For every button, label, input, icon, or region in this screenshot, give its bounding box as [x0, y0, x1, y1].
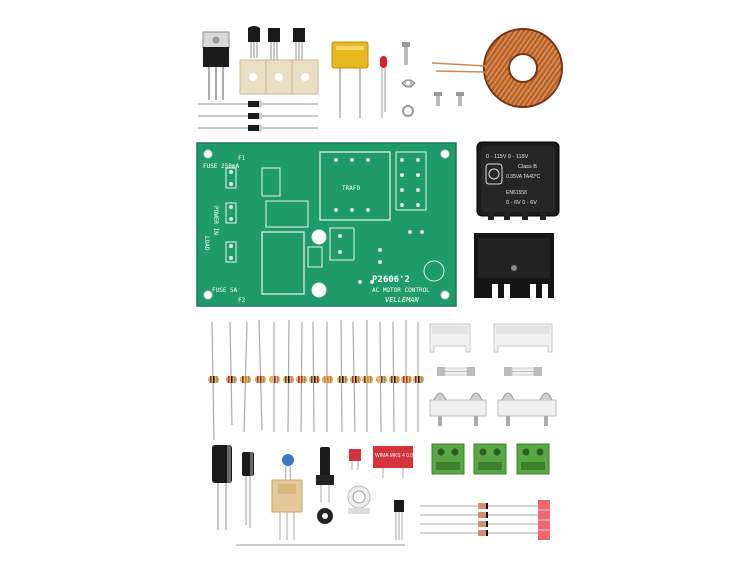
red-led-icon: [380, 56, 387, 118]
trim-potentiometer: [347, 485, 371, 514]
taped-triac: [271, 479, 303, 540]
glass-fuses: [437, 367, 542, 376]
voltage-regulator: [202, 31, 230, 100]
taped-diodes: [420, 500, 550, 540]
pcb-fuse-bottom-label: FUSE 5A: [212, 287, 238, 294]
fuse-clips: [429, 392, 557, 426]
pcb-brand-label: VELLEMAN: [385, 296, 420, 304]
pcb-fuse-top-label: FUSE 250mA: [203, 163, 240, 170]
transformer-class: Class B: [518, 164, 537, 170]
wima-capacitor-label: WIMA MKS 4 0.047: [375, 453, 419, 459]
resistor: [389, 321, 400, 433]
screws-and-nuts: [401, 42, 464, 117]
small-red-capacitors: [349, 449, 361, 470]
printed-circuit-board: FUSE 250mA POWER IN LOAD FUSE 5A F1 F2 T…: [196, 142, 457, 307]
pcb-power-in-label: POWER IN: [212, 206, 219, 235]
film-capacitor-yellow: [331, 41, 369, 118]
resistor: [401, 320, 412, 432]
diode-group: [198, 101, 318, 131]
resistor: [240, 321, 251, 433]
resistor: [350, 321, 361, 433]
resistor-row: [208, 319, 424, 441]
fuse-holder-covers: [429, 323, 553, 353]
toroidal-choke: [431, 28, 563, 108]
pcb-f1-label: F1: [238, 155, 246, 162]
to92-transistor: [394, 500, 404, 540]
insulation-tape-strip: [239, 59, 319, 95]
heatsink: [474, 233, 554, 298]
transformer-standard: EN61558: [506, 190, 527, 196]
pcb-f2-label: F2: [238, 297, 246, 304]
resistor: [337, 319, 348, 433]
resistor: [296, 321, 307, 433]
resistor: [208, 321, 219, 441]
pcb-load-label: LOAD: [203, 236, 210, 251]
resistor: [255, 319, 266, 431]
transistor-group: [248, 26, 305, 62]
resistor: [322, 322, 333, 432]
transformer-voltage-primary: 0 - 115V 0 - 115V: [486, 154, 529, 160]
resistor: [269, 322, 280, 432]
potentiometer: [316, 447, 334, 524]
pcb-trafo-label: TRAFO: [342, 185, 360, 192]
resistor: [413, 322, 424, 432]
resistor: [309, 321, 320, 433]
electrolytic-capacitors: [212, 445, 254, 530]
pcb-model-label: P2606'2: [372, 275, 410, 285]
resistor: [362, 320, 373, 432]
resistor: [283, 319, 294, 433]
transformer-icon: 0 - 115V 0 - 115V Class B 0.35VA TA40°C …: [476, 141, 560, 220]
resistor: [226, 321, 237, 426]
red-film-capacitor: WIMA MKS 4 0.047: [373, 446, 419, 478]
terminal-blocks: [431, 443, 550, 475]
pcb-title-label: AC MOTOR CONTROL: [372, 287, 430, 294]
resistor: [376, 321, 387, 433]
transformer-rating: 0.35VA TA40°C: [506, 174, 541, 180]
transformer-voltage-secondary: 0 - 6V 0 - 6V: [506, 200, 537, 206]
